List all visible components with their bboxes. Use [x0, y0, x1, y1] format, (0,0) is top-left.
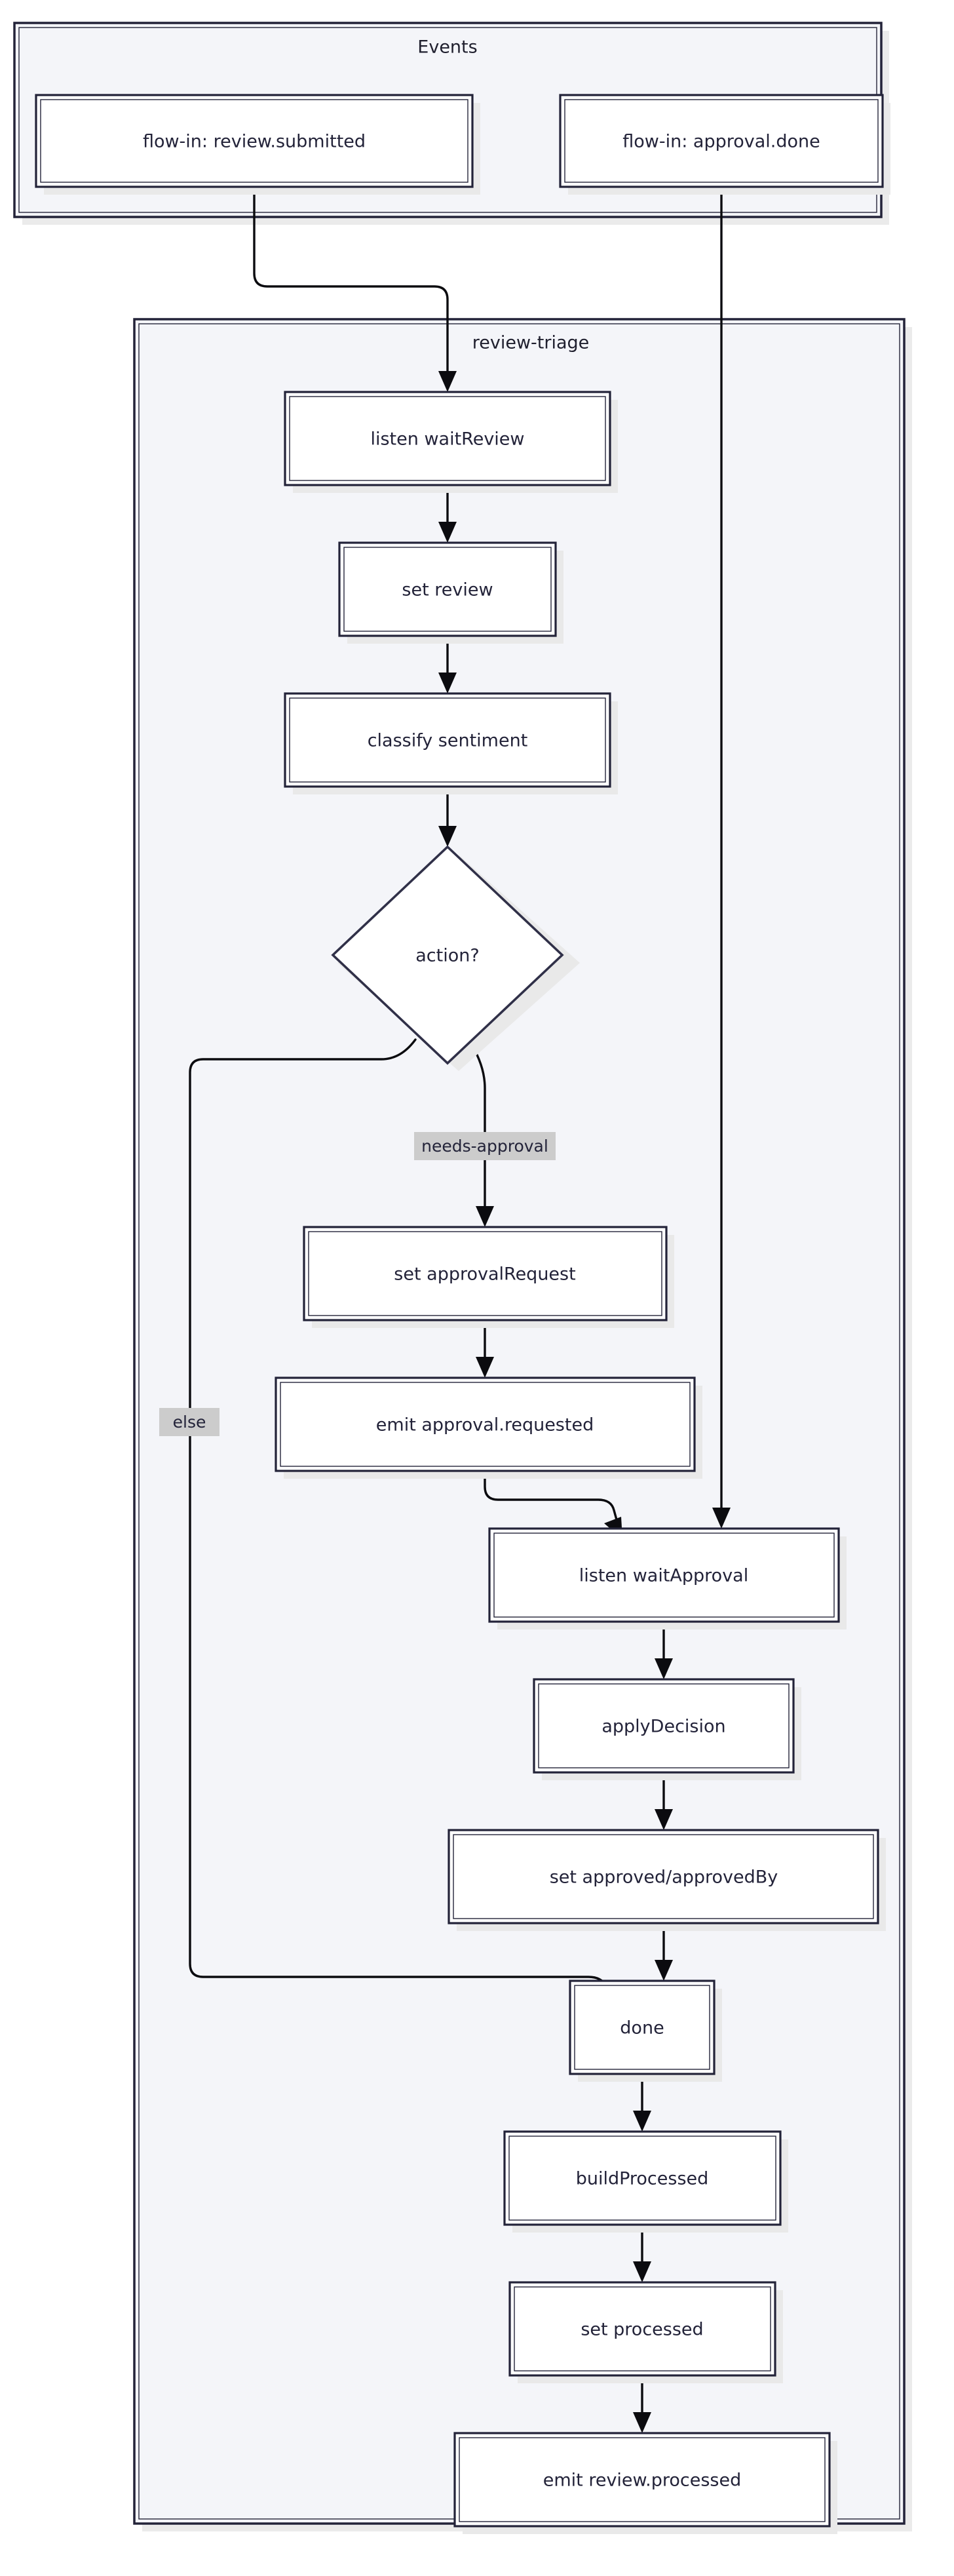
arrowhead-icon	[476, 1206, 494, 1227]
arrowhead-icon	[633, 2261, 651, 2282]
node-listen-waitapproval[interactable]: listen waitApproval	[488, 1527, 847, 1630]
node-done[interactable]: done	[569, 1980, 722, 2082]
node-label: done	[620, 2018, 664, 2039]
node-set-review[interactable]: set review	[338, 541, 563, 644]
arrowhead-icon	[438, 522, 457, 543]
node-label: set review	[402, 580, 493, 600]
node-label: emit approval.requested	[376, 1415, 594, 1435]
edge-label-needs-approval: needs-approval	[414, 1132, 556, 1160]
node-listen-waitreview[interactable]: listen waitReview	[284, 391, 618, 493]
arrowhead-icon	[655, 1658, 673, 1679]
node-action-decision[interactable]: action?	[331, 845, 580, 1071]
arrowhead-icon	[655, 1960, 673, 1981]
node-label: set processed	[581, 2320, 703, 2340]
arrowhead-icon	[476, 1357, 494, 1378]
node-label: buildProcessed	[576, 2169, 709, 2189]
arrowhead-icon	[633, 2111, 651, 2132]
node-label: listen waitApproval	[579, 1566, 748, 1586]
node-emit-review-processed[interactable]: emit review.processed	[453, 2432, 837, 2534]
node-label: listen waitReview	[370, 429, 524, 450]
edge-flowin-review-to-listen-waitreview	[253, 185, 457, 392]
arrowhead-icon	[712, 1508, 731, 1529]
node-applydecision[interactable]: applyDecision	[533, 1678, 801, 1780]
node-label: set approvalRequest	[394, 1264, 575, 1285]
cluster-events-title: Events	[417, 37, 477, 58]
edge-label-needs-approval-text: needs-approval	[421, 1137, 548, 1156]
arrowhead-icon	[655, 1809, 673, 1830]
cluster-review-triage-title: review-triage	[472, 333, 590, 353]
node-label: flow-in: review.submitted	[143, 132, 366, 152]
node-buildprocessed[interactable]: buildProcessed	[503, 2130, 788, 2233]
node-set-approved-approvedby[interactable]: set approved/approvedBy	[448, 1829, 886, 1931]
node-label: flow-in: approval.done	[622, 132, 820, 152]
edge-label-else: else	[159, 1408, 219, 1436]
arrowhead-icon	[438, 673, 457, 693]
arrowhead-icon	[438, 371, 457, 392]
edge-flowin-approval-to-listen-waitappr	[712, 185, 731, 1529]
edge-label-else-text: else	[173, 1413, 206, 1432]
node-classify-sentiment[interactable]: classify sentiment	[284, 692, 618, 794]
node-label: applyDecision	[601, 1717, 725, 1737]
node-flowin-approval[interactable]: flow-in: approval.done	[559, 94, 890, 195]
node-flowin-review[interactable]: flow-in: review.submitted	[35, 94, 480, 195]
node-set-approvalrequest[interactable]: set approvalRequest	[303, 1226, 674, 1328]
node-label: set approved/approvedBy	[550, 1867, 778, 1888]
node-label: classify sentiment	[368, 731, 528, 751]
node-set-processed[interactable]: set processed	[508, 2281, 783, 2383]
node-emit-approval-requested[interactable]: emit approval.requested	[275, 1376, 702, 1479]
node-label: action?	[415, 946, 479, 966]
arrowhead-icon	[633, 2412, 651, 2433]
arrowhead-icon	[438, 826, 457, 847]
node-label: emit review.processed	[543, 2470, 741, 2491]
